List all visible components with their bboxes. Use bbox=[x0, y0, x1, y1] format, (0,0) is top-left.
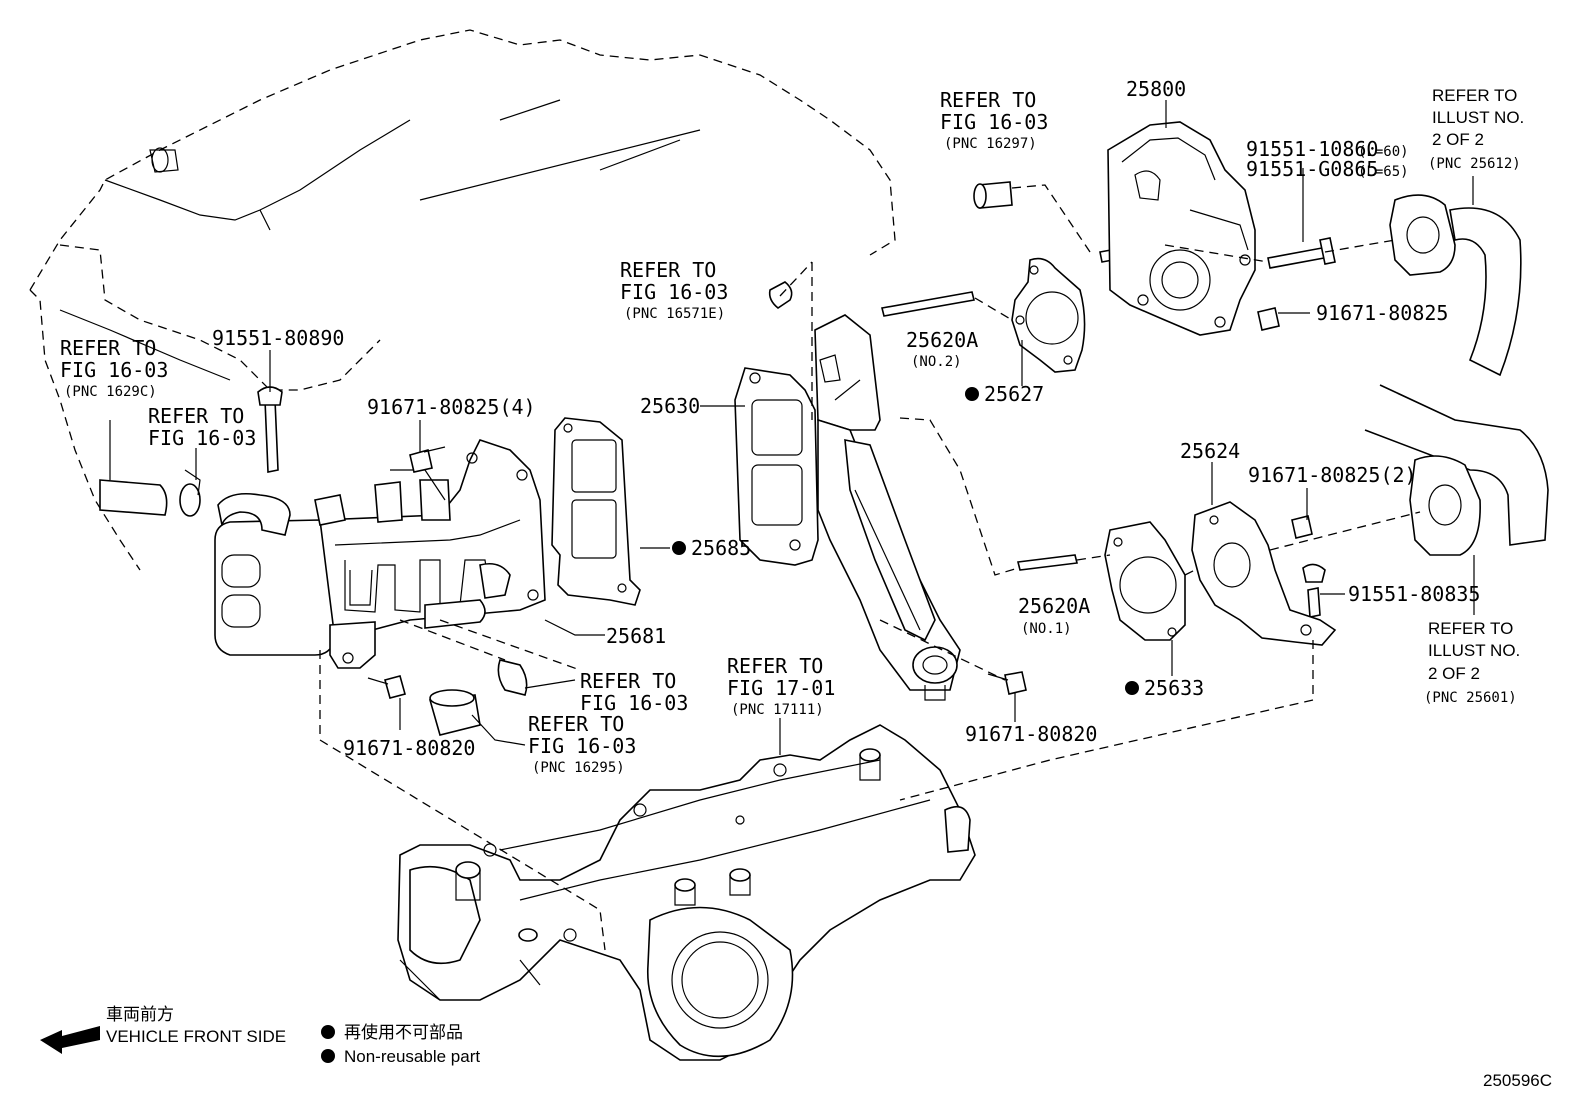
engine-outline bbox=[29, 29, 896, 571]
label-91671-80825-2: 91671-80825(2) bbox=[1248, 463, 1417, 487]
alignment-lines bbox=[319, 184, 1421, 951]
label-refer-line: FIG 16-03 bbox=[528, 734, 636, 758]
label-refer-fig1603-b: REFER TO FIG 16-03 bbox=[580, 669, 688, 715]
label-25800: 25800 bbox=[1126, 77, 1186, 101]
label-refer-line: (PNC 25601) bbox=[1424, 690, 1517, 706]
egr-valve-body bbox=[734, 314, 961, 701]
figure-id: 250596C bbox=[1483, 1071, 1552, 1090]
label-refer-line: REFER TO bbox=[148, 404, 244, 428]
egr-cooler bbox=[214, 439, 546, 669]
label-refer-line: 2 OF 2 bbox=[1432, 130, 1484, 149]
label-91551-g0865: 91551-G0865 bbox=[1246, 157, 1378, 181]
label-25681: 25681 bbox=[606, 624, 666, 648]
bolt-91551-80835 bbox=[1307, 587, 1321, 618]
nonreusable-dot bbox=[1125, 681, 1139, 695]
stud-25620a-no1 bbox=[1017, 554, 1078, 571]
label-91551-10860-length: (L=60) bbox=[1358, 144, 1409, 160]
nonreusable-dot-icon bbox=[321, 1049, 335, 1063]
legend-front-en: VEHICLE FRONT SIDE bbox=[106, 1027, 286, 1046]
label-refer-fig1603-a: REFER TO FIG 16-03 bbox=[148, 404, 256, 450]
label-refer-line: REFER TO bbox=[580, 669, 676, 693]
gasket-25633 bbox=[1104, 521, 1186, 641]
label-25630: 25630 bbox=[640, 394, 700, 418]
egr-valve-25800 bbox=[1107, 121, 1256, 336]
bolt-91551-10860 bbox=[1267, 247, 1325, 269]
label-25624: 25624 bbox=[1180, 439, 1240, 463]
legend-nonreusable-jp: 再使用不可部品 bbox=[344, 1022, 463, 1042]
label-refer-line: REFER TO bbox=[60, 336, 156, 360]
label-25633: 25633 bbox=[1144, 676, 1204, 700]
nut-91671-80820-left bbox=[384, 675, 406, 699]
label-refer-fig1701: REFER TO FIG 17-01 (PNC 17111) bbox=[727, 654, 835, 718]
label-refer-illust-25601: REFER TO ILLUST NO. 2 OF 2 (PNC 25601) bbox=[1424, 619, 1520, 706]
label-refer-line: (PNC 25612) bbox=[1428, 156, 1521, 172]
leader-lines bbox=[195, 100, 1475, 755]
nut-91671-80825-2 bbox=[1291, 515, 1313, 539]
right-pipes bbox=[1364, 194, 1549, 556]
label-25620a-no1-sub: (NO.1) bbox=[1021, 621, 1072, 637]
label-25685: 25685 bbox=[691, 536, 751, 560]
label-refer-line: ILLUST NO. bbox=[1432, 108, 1524, 127]
nut-91671-80820-right bbox=[1004, 671, 1027, 695]
nut-91671-80825 bbox=[1257, 307, 1280, 331]
label-refer-1629c: REFER TO FIG 16-03 (PNC 1629C) bbox=[60, 336, 168, 400]
label-91671-80825-4: 91671-80825(4) bbox=[367, 395, 536, 419]
legend-front-jp: 車両前方 bbox=[106, 1005, 174, 1024]
label-refer-line: REFER TO bbox=[1428, 619, 1513, 638]
label-25620a-no2: 25620A bbox=[906, 328, 978, 352]
label-refer-16297: REFER TO FIG 16-03 (PNC 16297) bbox=[940, 88, 1048, 152]
legend: 車両前方 VEHICLE FRONT SIDE 再使用不可部品 Non-reus… bbox=[40, 1005, 480, 1066]
label-91551-80835: 91551-80835 bbox=[1348, 582, 1480, 606]
label-refer-line: REFER TO bbox=[528, 712, 624, 736]
flange-nuts bbox=[367, 307, 1313, 699]
label-91551-80890: 91551-80890 bbox=[212, 326, 344, 350]
label-91671-80820-left: 91671-80820 bbox=[343, 736, 475, 760]
bolt-91551-80890 bbox=[264, 399, 279, 473]
label-refer-line: REFER TO bbox=[1432, 86, 1517, 105]
label-25620a-no2-sub: (NO.2) bbox=[911, 354, 962, 370]
stud-25620a-no2 bbox=[881, 291, 975, 317]
label-refer-16295: REFER TO FIG 16-03 (PNC 16295) bbox=[528, 712, 636, 776]
label-91671-80825: 91671-80825 bbox=[1316, 301, 1448, 325]
label-refer-line: ILLUST NO. bbox=[1428, 641, 1520, 660]
label-refer-line: FIG 16-03 bbox=[940, 110, 1048, 134]
bracket-25624 bbox=[1191, 501, 1337, 646]
label-refer-line: FIG 16-03 bbox=[580, 691, 688, 715]
gasket-25627 bbox=[1011, 257, 1086, 373]
label-91671-80820-right: 91671-80820 bbox=[965, 722, 1097, 746]
nonreusable-dot-icon bbox=[321, 1025, 335, 1039]
hose-clamp-left bbox=[179, 483, 201, 517]
intake-manifold bbox=[397, 724, 976, 1061]
label-25620a-no1: 25620A bbox=[1018, 594, 1090, 618]
label-refer-line: REFER TO bbox=[727, 654, 823, 678]
label-91551-10860: 91551-10860 bbox=[1246, 137, 1378, 161]
label-refer-line: (PNC 16297) bbox=[944, 136, 1037, 152]
nut-91671-80825-4 bbox=[409, 449, 433, 473]
label-refer-line: FIG 16-03 bbox=[148, 426, 256, 450]
label-refer-illust-25612: REFER TO ILLUST NO. 2 OF 2 (PNC 25612) bbox=[1428, 86, 1524, 172]
hose-pieces bbox=[428, 181, 1013, 736]
label-refer-line: (PNC 16571E) bbox=[624, 306, 725, 322]
front-arrow-icon bbox=[40, 1026, 100, 1054]
label-refer-line: (PNC 16295) bbox=[532, 760, 625, 776]
label-refer-line: FIG 16-03 bbox=[620, 280, 728, 304]
label-refer-line: (PNC 17111) bbox=[731, 702, 824, 718]
label-refer-line: FIG 16-03 bbox=[60, 358, 168, 382]
label-refer-line: FIG 17-01 bbox=[727, 676, 835, 700]
label-refer-line: REFER TO bbox=[620, 258, 716, 282]
label-refer-line: 2 OF 2 bbox=[1428, 664, 1480, 683]
label-refer-line: (PNC 1629C) bbox=[64, 384, 157, 400]
label-91551-g0865-length: (L=65) bbox=[1358, 164, 1409, 180]
label-25627: 25627 bbox=[984, 382, 1044, 406]
label-refer-16571e: REFER TO FIG 16-03 (PNC 16571E) bbox=[620, 258, 728, 322]
hose-left bbox=[99, 420, 201, 517]
gasket-25685 bbox=[551, 417, 641, 606]
nonreusable-dot bbox=[672, 541, 686, 555]
hose-clamp-mid bbox=[497, 659, 528, 696]
nonreusable-dot bbox=[965, 387, 979, 401]
legend-nonreusable-en: Non-reusable part bbox=[344, 1047, 480, 1066]
label-refer-line: REFER TO bbox=[940, 88, 1036, 112]
